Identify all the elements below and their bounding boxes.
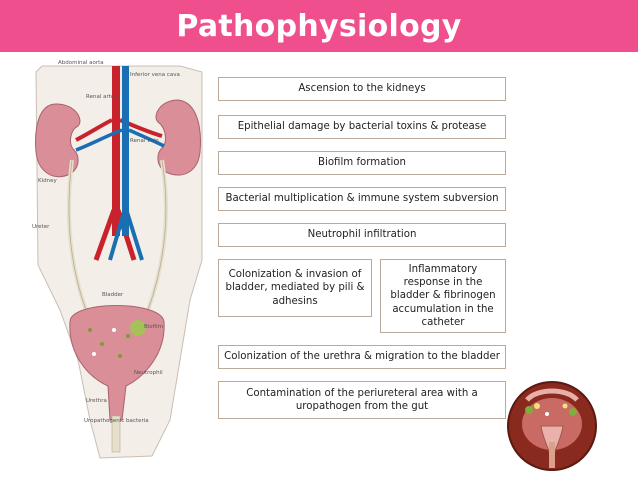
label-neutrophil: Neutrophil [134, 370, 163, 376]
left-kidney [35, 103, 81, 178]
bladder-inset-drawing [507, 381, 597, 471]
vena-cava [75, 66, 165, 261]
page-title: Pathophysiology [176, 8, 462, 44]
step-contamination-text: Contamination of the periureteral area w… [246, 387, 478, 412]
label-ureter: Ureter [32, 224, 50, 230]
right-kidney [155, 99, 201, 176]
label-urethra: Urethra [86, 398, 107, 404]
step-multiplication-text: Bacterial multiplication & immune system… [225, 193, 499, 205]
label-biofilm: Biofilm [144, 324, 164, 330]
step-colonization-bladder: Colonization & invasion of bladder, medi… [218, 259, 372, 317]
step-biofilm-formation: Biofilm formation [218, 151, 506, 175]
step-biofilm-formation-text: Biofilm formation [318, 157, 406, 169]
step-colonization-bladder-text: Colonization & invasion of bladder, medi… [225, 269, 365, 307]
step-ascension-text: Ascension to the kidneys [298, 83, 426, 95]
title-banner: Pathophysiology [0, 0, 638, 52]
step-contamination: Contamination of the periureteral area w… [218, 381, 506, 419]
step-inflammatory-response: Inflammatory response in the bladder & f… [380, 259, 506, 333]
label-inferior-vena-cava: Inferior vena cava [130, 72, 180, 78]
urinary-tract-drawing [35, 65, 203, 459]
label-renal-vein: Renal vein [130, 138, 159, 144]
bladder [69, 305, 165, 421]
step-colonization-urethra-text: Colonization of the urethra & migration … [224, 351, 500, 363]
step-multiplication: Bacterial multiplication & immune system… [218, 187, 506, 211]
step-neutrophil-infiltration: Neutrophil infiltration [218, 223, 506, 247]
label-bladder: Bladder [102, 292, 124, 298]
step-neutrophil-infiltration-text: Neutrophil infiltration [307, 229, 417, 241]
step-epithelial-damage: Epithelial damage by bacterial toxins & … [218, 115, 506, 139]
bladder-inset-image [503, 380, 601, 472]
label-abdominal-aorta: Abdominal aorta [58, 60, 104, 66]
step-ascension: Ascension to the kidneys [218, 77, 506, 101]
step-colonization-urethra: Colonization of the urethra & migration … [218, 345, 506, 369]
step-epithelial-damage-text: Epithelial damage by bacterial toxins & … [237, 121, 487, 133]
label-uropathogenic-bacteria: Uropathogenic bacteria [84, 418, 149, 424]
urinary-tract-illustration: Abdominal aorta Inferior vena cava Renal… [30, 60, 206, 462]
label-renal-artery: Renal artery [86, 94, 120, 100]
step-inflammatory-response-text: Inflammatory response in the bladder & f… [390, 263, 496, 328]
label-kidney: Kidney [38, 178, 57, 184]
